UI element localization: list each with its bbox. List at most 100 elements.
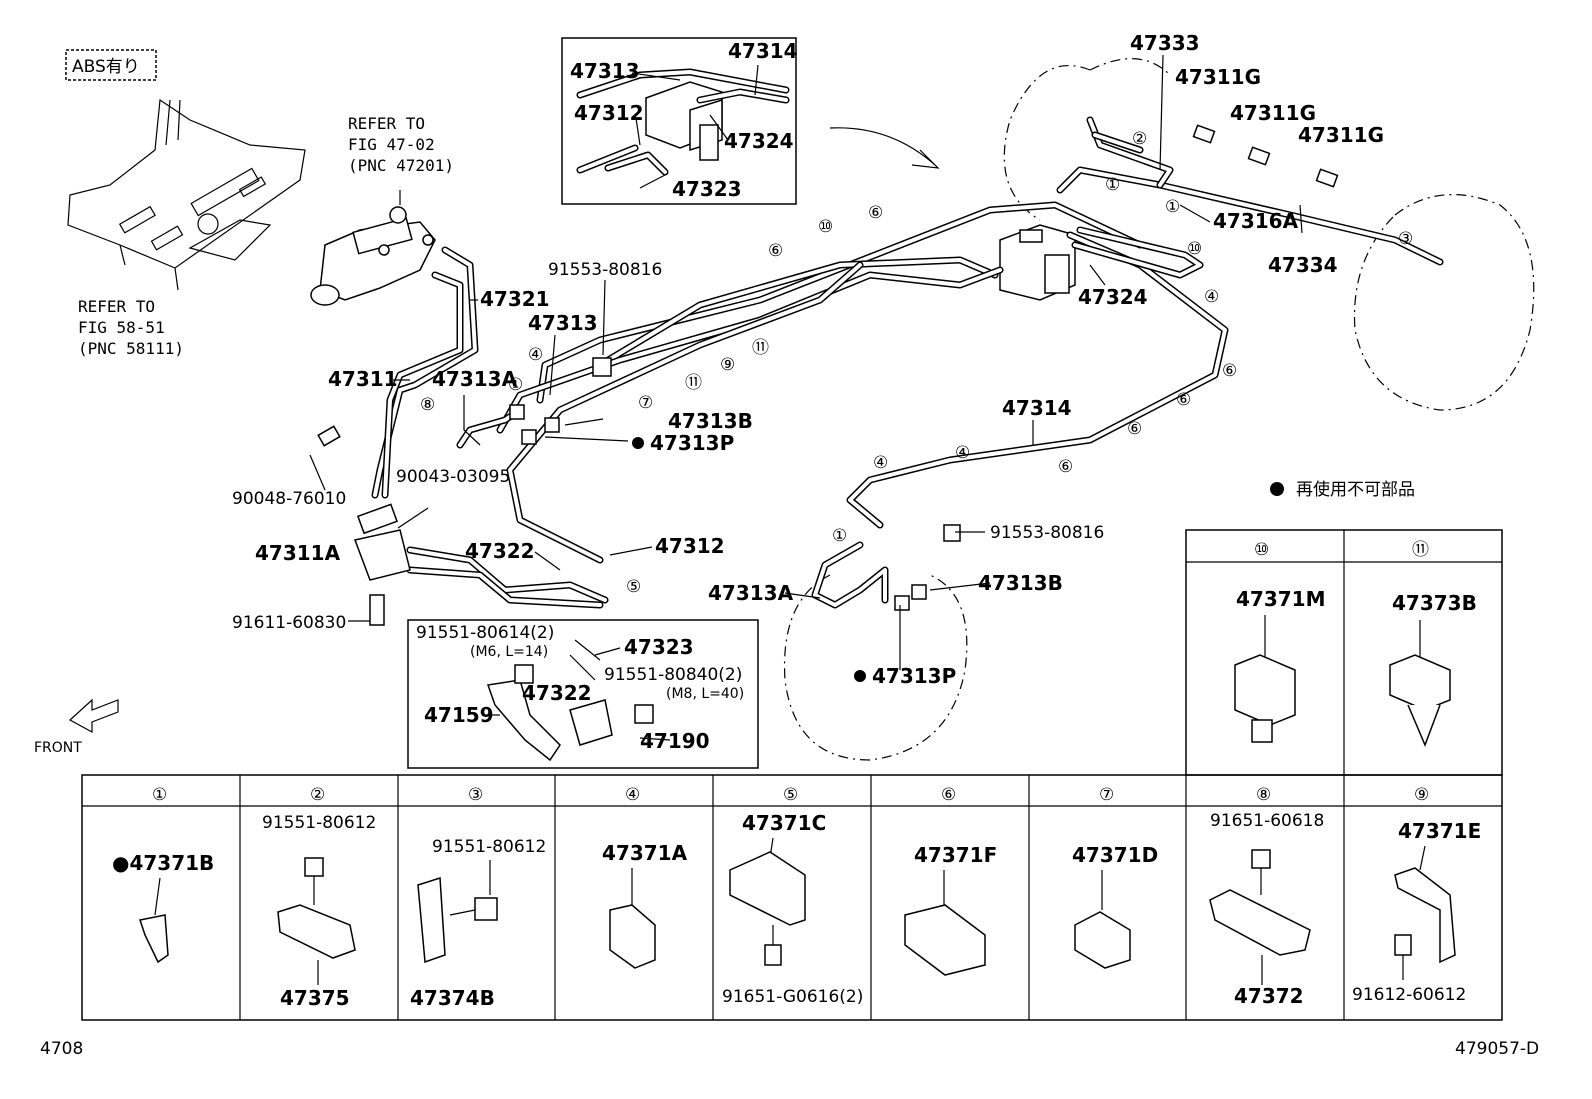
callout-6: ⑥ [1127, 419, 1142, 439]
side-clip-table: ⑩ ⑪ 47371M 47373B [1185, 529, 1503, 776]
label-47312-mid: 47312 [655, 534, 725, 558]
nonreuse-dot [854, 670, 866, 682]
label-47324-mid: 47324 [1078, 285, 1148, 309]
callout-9: ⑨ [720, 355, 735, 375]
front-label: FRONT [34, 740, 82, 756]
label-47190: 47190 [640, 729, 710, 753]
nonreuse-legend-text: 再使用不可部品 [1296, 479, 1415, 500]
direction-arrow [829, 127, 940, 169]
ref-47-line-3: (PNC 47201) [348, 156, 454, 175]
label-47313a-right: 47313A [708, 581, 794, 605]
callout-10: ⑩ [1187, 239, 1202, 259]
side-table-num-11: ⑪ [1412, 540, 1429, 560]
callout-6: ⑥ [868, 203, 883, 223]
label-91553-a: 91553-80816 [548, 260, 662, 280]
callout-11: ⑪ [752, 338, 769, 358]
part-labels: 47313 47314 47312 47324 47323 47333 4731… [78, 31, 1384, 753]
label-47313p-right: 47313P [872, 664, 956, 688]
nonreuse-dot [632, 437, 644, 449]
table-part-47375: 47375 [280, 986, 350, 1010]
abs-tag-text: ABS有り [72, 57, 140, 77]
label-47313a-left: 47313A [432, 367, 518, 391]
footer-figure-code: 479057-D [1455, 1039, 1539, 1059]
table-num-6: ⑥ [941, 785, 956, 805]
label-47311a: 47311A [255, 541, 341, 565]
side-table-part-47371m: 47371M [1236, 587, 1325, 611]
label-47311g-2: 47311G [1230, 101, 1316, 125]
callout-4: ④ [873, 453, 888, 473]
rear-right-wheel-outline [1353, 194, 1535, 411]
footer-page-code: 4708 [40, 1039, 83, 1059]
label-47321: 47321 [480, 287, 550, 311]
callout-7: ⑦ [638, 393, 653, 413]
label-47311g-3: 47311G [1298, 123, 1384, 147]
front-arrow: FRONT [34, 698, 119, 756]
label-47323-bottom: 47323 [624, 635, 694, 659]
callout-1: ① [1165, 197, 1180, 217]
callout-3: ③ [1398, 229, 1413, 249]
table-num-4: ④ [625, 785, 640, 805]
label-47314-top: 47314 [728, 39, 798, 63]
table-part-91651-g0616: 91651-G0616(2) [722, 987, 863, 1007]
table-part-47371f: 47371F [914, 843, 997, 867]
callout-10: ⑩ [818, 217, 833, 237]
callout-4: ④ [1204, 287, 1219, 307]
callout-8: ⑧ [420, 395, 435, 415]
table-num-5: ⑤ [783, 785, 798, 805]
label-47324-top: 47324 [724, 129, 794, 153]
table-num-2: ② [310, 785, 325, 805]
callout-4: ④ [528, 345, 543, 365]
label-47313p-left: 47313P [650, 431, 734, 455]
ref-47-line-1: REFER TO [348, 114, 425, 133]
label-47316a: 47316A [1213, 209, 1299, 233]
callout-1: ① [832, 526, 847, 546]
table-part-47371a: 47371A [602, 841, 688, 865]
bottom-clip-table: ① ② ③ ④ ⑤ ⑥ ⑦ ⑧ ⑨ ●47371B 91551-80612 47… [81, 774, 1503, 1021]
label-47313-top: 47313 [570, 59, 640, 83]
brake-lines [371, 116, 1444, 609]
label-47314-mid: 47314 [1002, 396, 1072, 420]
callout-6: ⑥ [768, 241, 783, 261]
leader-lines [309, 54, 1303, 741]
label-m8: (M8, L=40) [666, 686, 744, 702]
label-47159: 47159 [424, 703, 494, 727]
table-part-47371c: 47371C [742, 811, 826, 835]
callout-5: ⑤ [626, 577, 641, 597]
fittings [317, 124, 1339, 626]
label-47333: 47333 [1130, 31, 1200, 55]
table-part-47371e: 47371E [1398, 819, 1481, 843]
label-m6: (M6, L=14) [470, 644, 548, 660]
label-90048: 90048-76010 [232, 489, 346, 509]
label-91611: 91611-60830 [232, 613, 346, 633]
callout-11: ⑪ [685, 373, 702, 393]
ref-58-line-1: REFER TO [78, 297, 155, 316]
table-num-9: ⑨ [1414, 785, 1429, 805]
floor-panel-drawing [67, 98, 306, 291]
table-part-47372: 47372 [1234, 984, 1304, 1008]
nonreuse-legend: 再使用不可部品 [1270, 479, 1415, 500]
label-47313b-left: 47313B [668, 409, 753, 433]
callouts: ② ① ① ⑩ ④ ③ ⑥ ⑥ ⑥ ⑥ ④ ④ ① ⑥ ⑩ ⑥ ⑪ ⑨ ⑪ ④ … [420, 129, 1413, 597]
label-47311g-1: 47311G [1175, 65, 1261, 89]
label-47312-top: 47312 [574, 101, 644, 125]
ref-58-line-2: FIG 58-51 [78, 318, 165, 337]
callout-1: ① [508, 375, 523, 395]
ref-47-line-2: FIG 47-02 [348, 135, 435, 154]
callout-6: ⑥ [1176, 390, 1191, 410]
label-91551-80614: 91551-80614(2) [416, 623, 554, 643]
callout-2: ② [1132, 129, 1147, 149]
side-table-part-47373b: 47373B [1392, 591, 1477, 615]
label-90043: 90043-03095 [396, 467, 510, 487]
label-47313-mid: 47313 [528, 311, 598, 335]
master-cylinder-drawing [310, 190, 436, 306]
label-91553-b: 91553-80816 [990, 523, 1104, 543]
inset-box-bracket [407, 619, 759, 769]
abs-tag: ABS有り [65, 49, 157, 81]
side-table-num-10: ⑩ [1254, 540, 1269, 560]
label-47313b-right: 47313B [978, 571, 1063, 595]
table-num-1: ① [152, 785, 167, 805]
label-47323-top: 47323 [672, 177, 742, 201]
table-part-91651-60618: 91651-60618 [1210, 811, 1324, 831]
ref-58-line-3: (PNC 58111) [78, 339, 184, 358]
